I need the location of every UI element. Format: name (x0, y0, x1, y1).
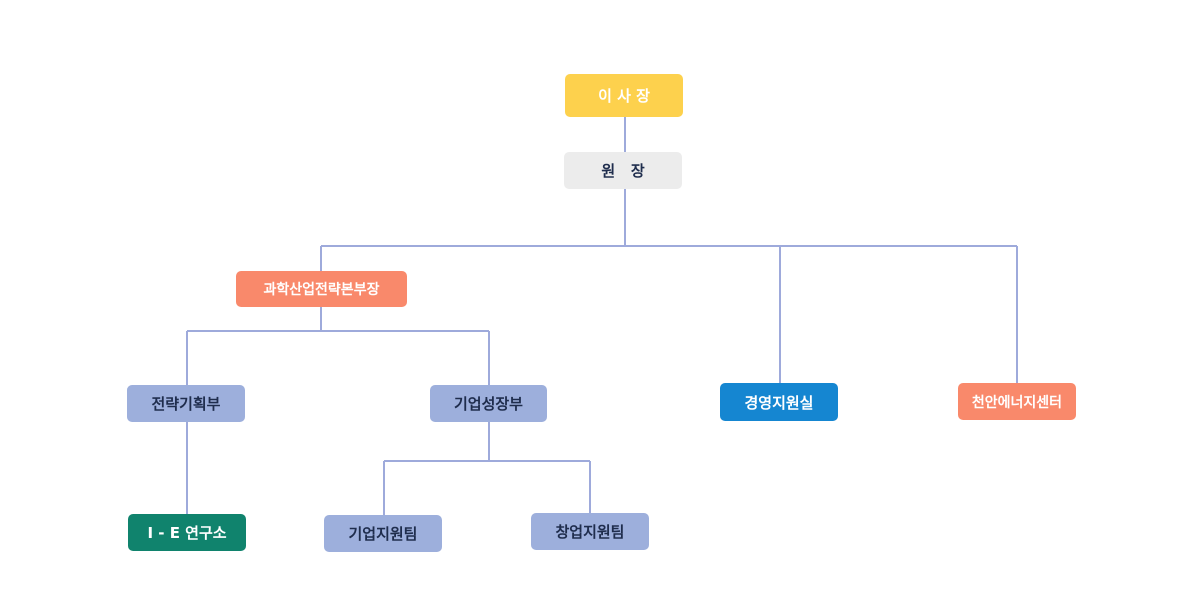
startup-support-team-label: 창업지원팀 (555, 523, 625, 541)
growth-dept-label: 기업성장부 (453, 395, 523, 413)
energy-center-box[interactable]: 천안에너지센터 (958, 383, 1076, 420)
energy-center-label: 천안에너지센터 (971, 394, 1063, 411)
startup-support-team-box[interactable]: 창업지원팀 (531, 513, 649, 550)
growth-dept-box[interactable]: 기업성장부 (430, 385, 547, 422)
biz-support-team-box[interactable]: 기업지원팀 (324, 515, 442, 552)
division-box[interactable]: 과학산업전략본부장 (236, 271, 407, 307)
division-label: 과학산업전략본부장 (263, 282, 380, 298)
ie-lab-label: I - E 연구소 (147, 524, 227, 542)
chairman-label: 이 사 장 (598, 87, 650, 105)
mgmt-office-label: 경영지원실 (744, 393, 814, 412)
mgmt-office-box[interactable]: 경영지원실 (720, 383, 838, 421)
ie-lab-box[interactable]: I - E 연구소 (128, 514, 246, 551)
strategy-dept-label: 전략기획부 (151, 395, 221, 413)
director-label: 원 장 (601, 162, 645, 180)
biz-support-team-label: 기업지원팀 (348, 525, 418, 543)
strategy-dept-box[interactable]: 전략기획부 (127, 385, 245, 422)
director-box[interactable]: 원 장 (564, 152, 682, 189)
chairman-box[interactable]: 이 사 장 (565, 74, 683, 117)
